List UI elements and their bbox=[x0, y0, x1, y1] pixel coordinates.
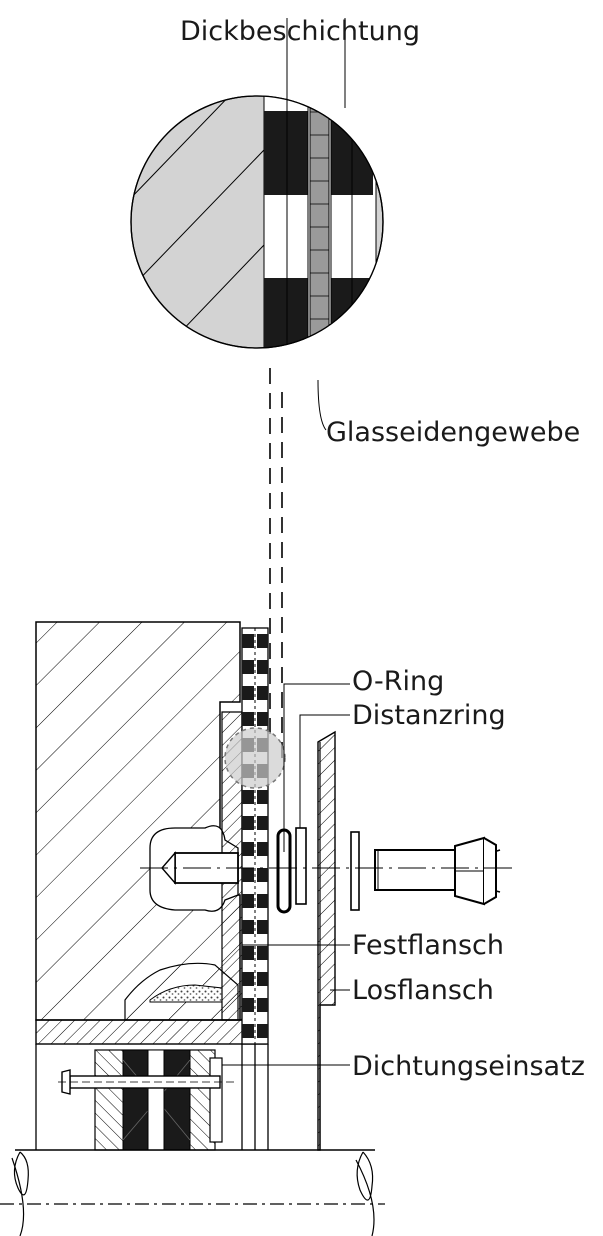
lining-block bbox=[257, 660, 268, 674]
lining-block bbox=[257, 816, 268, 830]
detail-circle bbox=[130, 95, 384, 349]
lining-block bbox=[242, 686, 254, 700]
lining-block bbox=[242, 894, 254, 908]
lining-block bbox=[257, 1024, 268, 1038]
lining-block bbox=[257, 712, 268, 726]
label-glasseidengewebe: Glasseidengewebe bbox=[326, 417, 580, 448]
loose-flange bbox=[317, 730, 336, 1151]
lining-block bbox=[257, 686, 268, 700]
lining-block bbox=[242, 712, 254, 726]
dickbeschichtung-leaders bbox=[286, 18, 346, 108]
bolt bbox=[374, 836, 501, 906]
lining-block bbox=[242, 946, 254, 960]
lining-block bbox=[257, 790, 268, 804]
label-losflansch: Losflansch bbox=[352, 975, 494, 1006]
lining-column bbox=[241, 627, 269, 1045]
label-dickbeschichtung: Dickbeschichtung bbox=[180, 16, 420, 47]
lining-block bbox=[257, 894, 268, 908]
glasseidengewebe-leader bbox=[317, 379, 327, 431]
lining-block bbox=[242, 790, 254, 804]
lining-block bbox=[242, 634, 254, 648]
detail-glass-fabric bbox=[309, 96, 330, 348]
lining-block bbox=[257, 998, 268, 1012]
pipe bbox=[0, 1149, 385, 1236]
lining-block bbox=[257, 972, 268, 986]
label-dichtungseinsatz: Dichtungseinsatz bbox=[352, 1051, 585, 1082]
lining-block bbox=[257, 634, 268, 648]
lining-block bbox=[242, 998, 254, 1012]
lining-block bbox=[242, 1024, 254, 1038]
lining-block bbox=[242, 868, 254, 882]
label-distanzring: Distanzring bbox=[352, 700, 506, 731]
lining-block bbox=[242, 972, 254, 986]
washer bbox=[350, 831, 360, 911]
label-o-ring: O-Ring bbox=[352, 666, 444, 697]
flange-body bbox=[35, 621, 241, 1021]
lining-block bbox=[242, 816, 254, 830]
distance-ring bbox=[295, 827, 307, 905]
lining-block bbox=[242, 842, 254, 856]
seal-insert bbox=[58, 1049, 238, 1151]
lining-block bbox=[257, 868, 268, 882]
label-leaders bbox=[222, 683, 350, 1066]
label-festflansch: Festflansch bbox=[352, 930, 504, 961]
lining-block bbox=[257, 920, 268, 934]
lining-block bbox=[257, 946, 268, 960]
base-plate bbox=[35, 1019, 267, 1045]
lining-block bbox=[242, 920, 254, 934]
lining-block bbox=[242, 660, 254, 674]
detail-marker-circle bbox=[224, 727, 286, 789]
projection-lines bbox=[269, 368, 283, 760]
lining-block bbox=[257, 842, 268, 856]
